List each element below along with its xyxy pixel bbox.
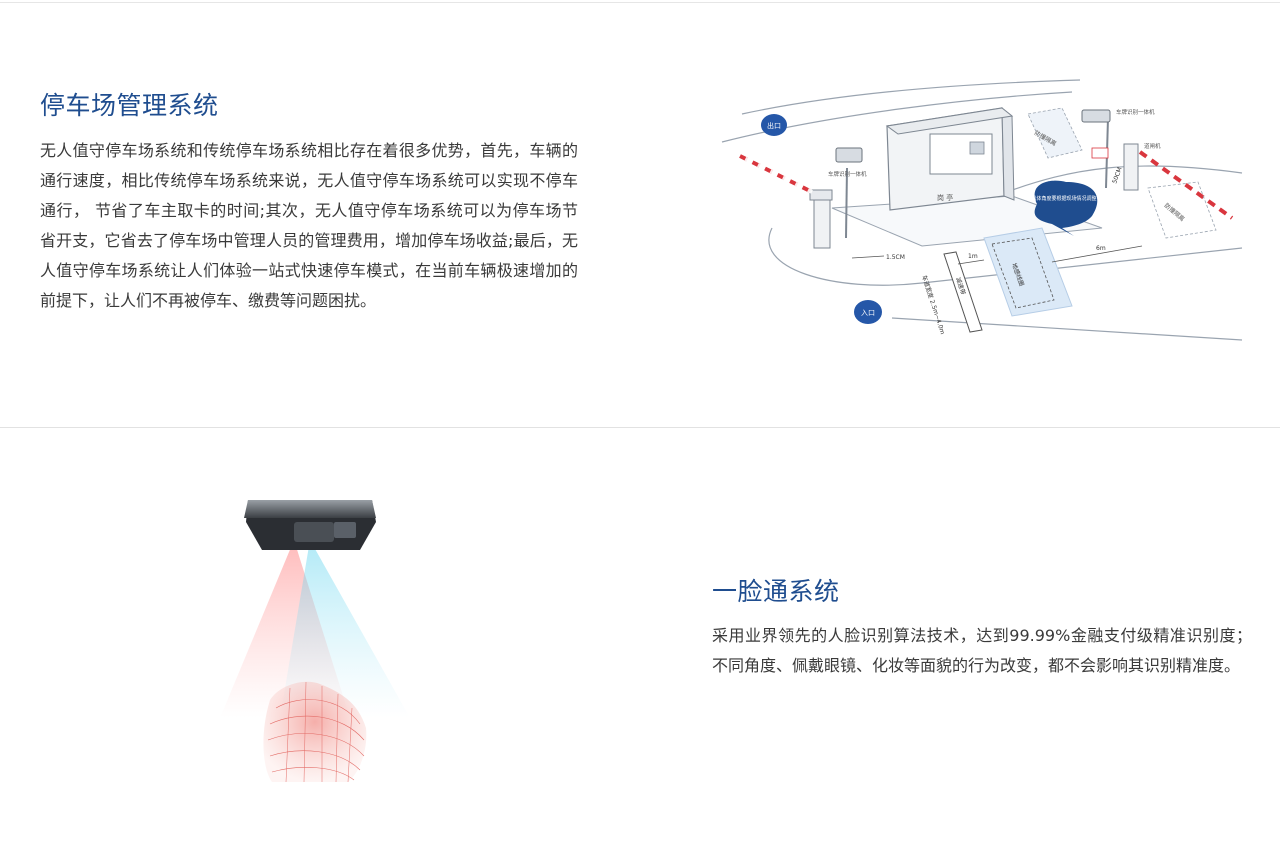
face-section-description: 采用业界领先的人脸识别算法技术，达到99.99%金融支付级精准识别度；不同角度、… [712,626,1252,675]
dim-1m: 1m [968,253,978,260]
dim-15cm: 1.5CM [886,254,905,261]
entry-badge: 入口 [861,309,875,317]
barrier-label: 道闸机 [1144,142,1161,150]
exit-badge: 出口 [767,121,781,130]
dim-50cm: 50CM [1111,166,1123,184]
sign-right: 防撞隔离 [1163,201,1187,223]
parking-section-title: 停车场管理系统 [40,91,219,120]
bubble-text: 具体角度要根据现场情况调整 [1031,195,1096,202]
camera-left-label: 车牌识别一体机 [828,170,867,178]
dim-6m: 6m [1096,245,1106,252]
parking-lot-diagram: 岗 亭 车牌识别一体机 道闸机 车牌识别一体机 出口 入口 具体角度要根据现场情… [721,79,1243,341]
face-section-title: 一脸通系统 [712,577,840,606]
camera-right-label: 车牌识别一体机 [1116,108,1155,116]
top-border [0,2,1280,3]
parking-section-description: 无人值守停车场系统和传统停车场系统相比存在着很多优势，首先，车辆的通行速度，相比… [40,141,578,310]
booth-label: 岗 亭 [937,193,953,202]
lane-width-label: 车道宽度 2.5m~4.0m [920,274,947,335]
face-recognition-device-image [220,500,410,783]
section-divider [0,427,1280,428]
